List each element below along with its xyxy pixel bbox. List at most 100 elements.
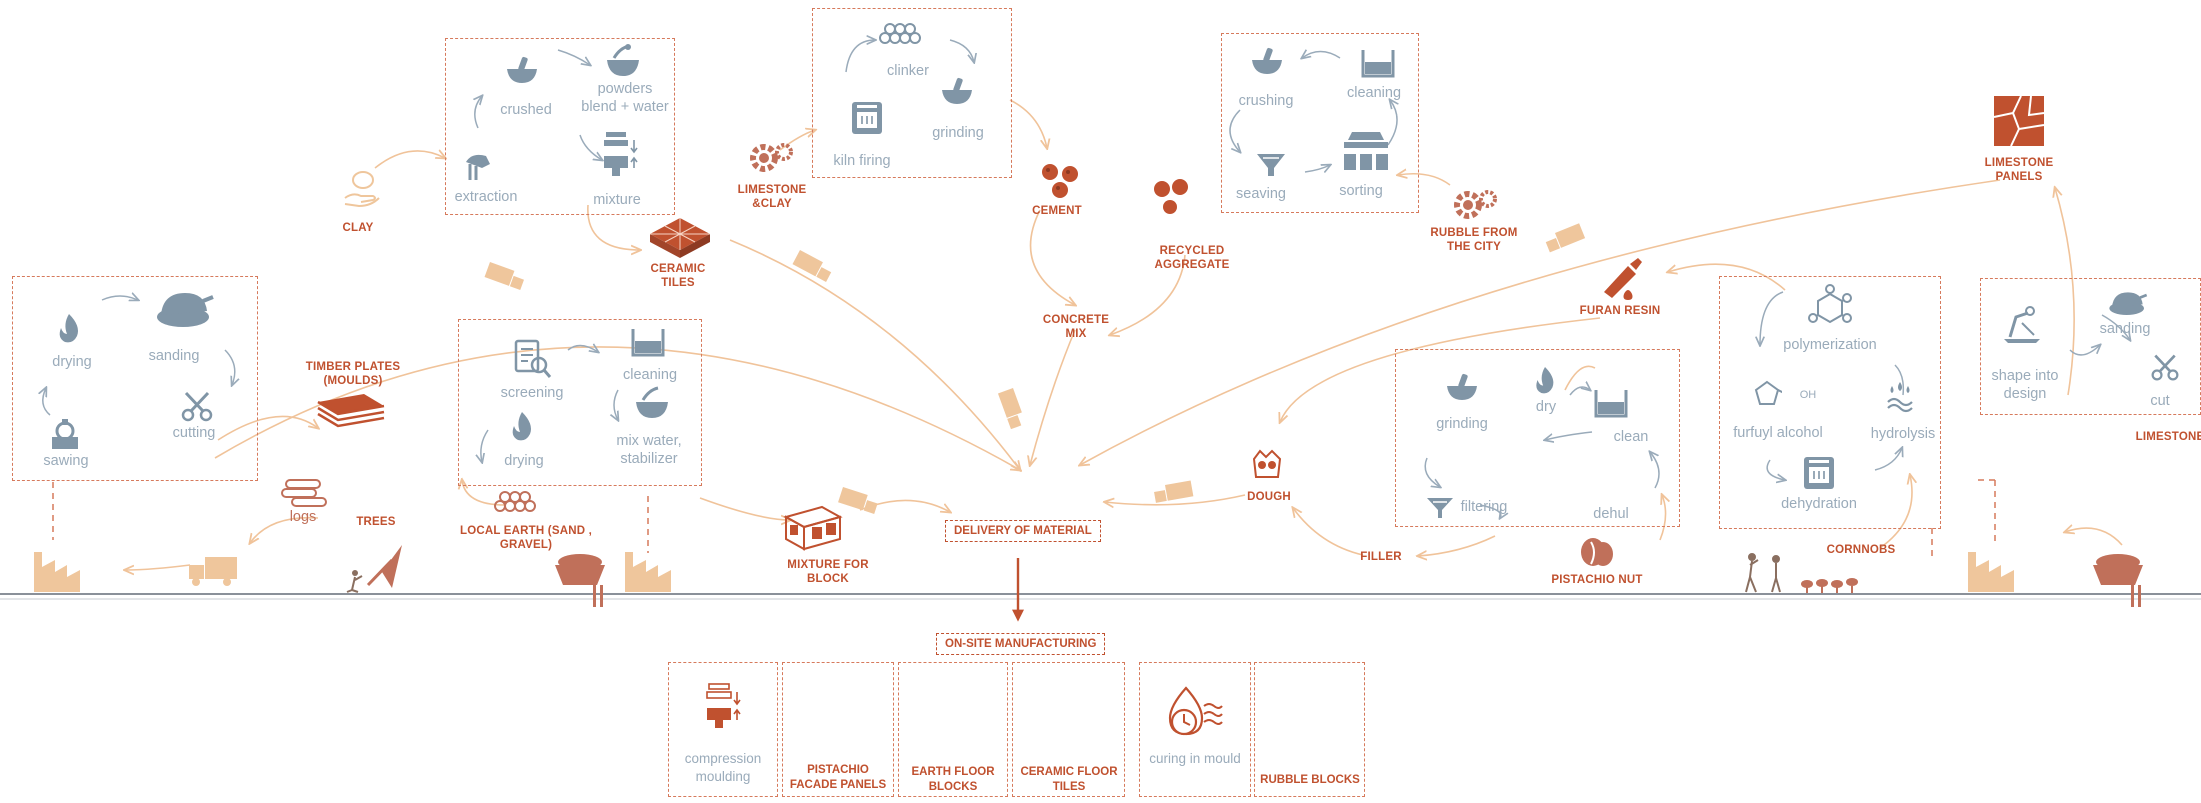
label-cement: CEMENT: [1032, 205, 1082, 217]
truck-icon: [189, 557, 237, 586]
truck-icon: [792, 250, 832, 282]
saw-icon: [52, 419, 78, 449]
mixing-bowl-icon: [636, 386, 668, 418]
label-compression: compression moulding: [684, 751, 762, 784]
ceramic-tiles-icon: [650, 218, 710, 258]
scissors-icon: [2151, 354, 2179, 381]
manufacturing-cell-compression: [668, 662, 778, 797]
sieve-icon: [1257, 154, 1285, 176]
clinker-icon: [879, 23, 921, 44]
corn-harvest-icon: [1745, 553, 1781, 593]
flow-tiles-delivery: [729, 239, 1020, 470]
mortar-icon: [942, 77, 972, 104]
clay-hand-icon: [344, 171, 380, 208]
manufacturing-cell-pistachio: [782, 662, 894, 797]
resin-tube-icon: [1604, 258, 1642, 300]
furan-ring-icon: [1754, 380, 1782, 405]
label-sorting: sorting: [1339, 183, 1383, 199]
label-mixture-block: MIXTURE FOR BLOCK: [787, 559, 869, 585]
flow-limestone-delivery: [1080, 179, 2001, 465]
label-furan-resin: FURAN RESIN: [1579, 305, 1661, 317]
truck-icon: [1154, 480, 1194, 503]
manufacturing-cell-rubble: [1254, 662, 1365, 797]
label-trees: TREES: [356, 516, 396, 528]
label-hydrolysis: hydrolysis: [1870, 426, 1936, 442]
sander-icon: [157, 293, 214, 327]
label-mix-water: mix water, stabilizer: [616, 433, 682, 467]
water-drops-icon: [1887, 382, 1913, 413]
earth-process-box: [458, 319, 702, 486]
pistachio-icon: [1581, 538, 1613, 566]
curing-mould-icon: [1168, 686, 1223, 736]
logs-icon: [281, 479, 327, 507]
label-timber-plates: TIMBER PLATES (MOULDS): [305, 361, 401, 387]
label-drying: drying: [504, 453, 544, 469]
corn-field-icon: [1801, 578, 1858, 593]
label-ceramic-floor: CERAMIC FLOOR TILES: [1020, 766, 1118, 793]
truck-icon: [997, 388, 1022, 430]
label-dehul: dehul: [1593, 506, 1629, 522]
label-earth-floor: EARTH FLOOR BLOCKS: [911, 766, 995, 793]
label-sawing: sawing: [43, 453, 89, 469]
cement-icon: [1042, 164, 1078, 198]
factory-icon: [625, 552, 671, 592]
limestone-panel-icon: [1993, 95, 2045, 147]
oh-label: OH: [1799, 389, 1817, 401]
cement-process-box: [812, 8, 1012, 178]
label-logs: logs: [289, 509, 317, 525]
gear-icon: [750, 143, 793, 172]
label-filtering: filtering: [1460, 499, 1508, 515]
mortar-icon: [1252, 47, 1282, 74]
truck-icon: [838, 487, 878, 514]
label-local-earth: LOCAL EARTH (SAND , GRAVEL): [459, 525, 593, 551]
label-clean: clean: [1613, 429, 1649, 445]
mining-cart-icon: [2093, 554, 2143, 607]
resin-process-box: [1719, 276, 1941, 529]
label-mixture: mixture: [593, 192, 641, 208]
sander-icon: [2109, 292, 2148, 315]
label-limestone-panels: LIMESTONE PANELS: [1984, 157, 2054, 183]
label-crushing: crushing: [1238, 93, 1294, 109]
label-powders: powders blend + water: [581, 81, 669, 115]
drying-flame-icon: [1536, 367, 1554, 394]
factory-icon: [34, 552, 80, 592]
press-icon: [706, 683, 741, 728]
molecule-icon: [1808, 284, 1852, 324]
clay-process-box: [445, 38, 675, 215]
label-cut: cut: [2150, 393, 2170, 409]
label-dough: DOUGH: [1247, 491, 1291, 503]
label-furfuyl: furfuyl alcohol: [1733, 425, 1823, 441]
label-drying: drying: [52, 354, 92, 370]
manufacturing-cell-ceramic: [1012, 662, 1125, 797]
label-polymerization: polymerization: [1783, 337, 1877, 353]
factory-icon: [1968, 552, 2014, 592]
mixing-bowl-icon: [607, 44, 639, 76]
kiln-icon: [852, 102, 882, 134]
label-clinker: clinker: [887, 63, 929, 79]
manufacturing-cell-earth: [898, 662, 1008, 797]
mortar-icon: [1447, 373, 1477, 400]
label-rubble-blocks: RUBBLE BLOCKS: [1260, 774, 1360, 786]
label-crushed: crushed: [500, 102, 552, 118]
label-concrete-mix: CONCRETE MIX: [1042, 314, 1110, 340]
timber-process-box: [12, 276, 258, 481]
label-screening: screening: [500, 385, 564, 401]
label-cornnobs: CORNNOBS: [1826, 544, 1896, 556]
label-seaving: seaving: [1236, 186, 1286, 202]
label-grinding: grinding: [932, 125, 984, 141]
timber-plates-icon: [317, 394, 385, 428]
truck-icon: [484, 262, 524, 291]
label-recycled-aggregate: RECYCLED AGGREGATE: [1154, 245, 1230, 271]
on-site-manufacturing: ON-SITE MANUFACTURING: [936, 633, 1106, 655]
label-filler: FILLER: [1360, 551, 1402, 563]
manufacturing-cell-curing: [1139, 662, 1251, 797]
label-extraction: extraction: [454, 189, 518, 205]
label-dehydration: dehydration: [1781, 496, 1857, 512]
label-shape-design: shape into design: [1991, 368, 2059, 402]
mining-cart-icon: [555, 554, 605, 607]
screening-icon: [514, 339, 552, 378]
block-icon: [783, 505, 843, 551]
delivery-of-material: DELIVERY OF MATERIAL: [945, 520, 1101, 542]
